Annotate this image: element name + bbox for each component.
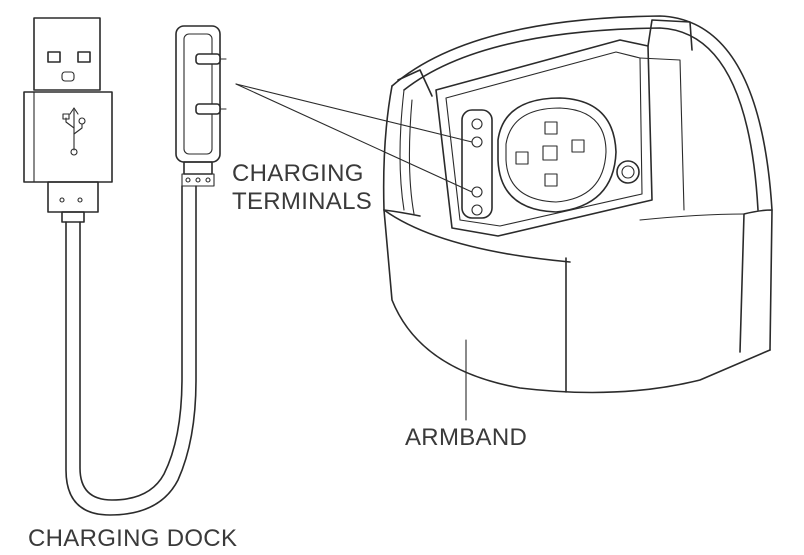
charging-dock: [175, 25, 227, 187]
charging-terminals-label: CHARGING TERMINALS: [232, 160, 372, 216]
usb-icon: [62, 107, 86, 156]
usb-plug: [23, 17, 113, 223]
charging-cable: [65, 185, 197, 516]
armband: [382, 15, 773, 421]
charging-terminals-label-line2: TERMINALS: [232, 188, 373, 215]
charging-terminals-label-line1: CHARGING: [232, 160, 364, 187]
armband-label: ARMBAND: [405, 424, 528, 451]
terminals-leader-lines: [235, 83, 473, 193]
charging-dock-label: CHARGING DOCK: [28, 525, 238, 552]
